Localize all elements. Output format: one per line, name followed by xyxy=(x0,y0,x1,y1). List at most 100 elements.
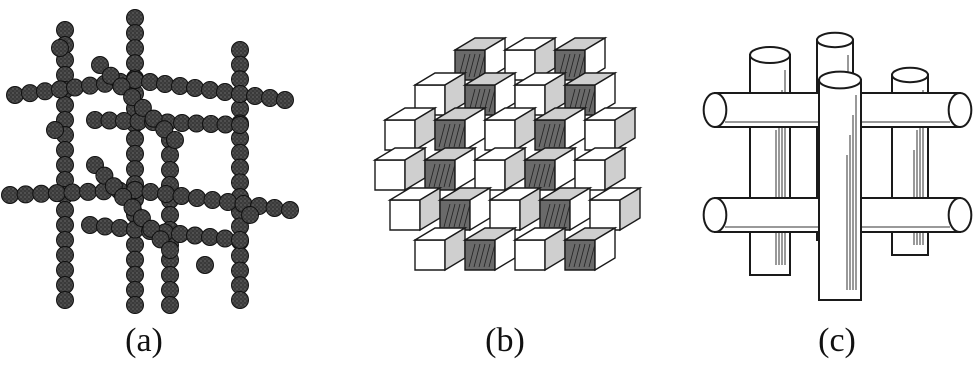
sphere xyxy=(171,225,189,243)
sphere xyxy=(216,229,234,248)
sphere xyxy=(172,187,191,205)
sphere xyxy=(201,228,219,246)
sphere xyxy=(66,78,84,97)
sphere-lattice-illustration xyxy=(1,9,299,314)
sphere xyxy=(231,291,249,309)
sphere xyxy=(56,156,74,174)
sphere xyxy=(126,129,144,148)
sphere xyxy=(91,56,109,74)
sphere xyxy=(56,21,74,39)
cube xyxy=(462,226,518,272)
sphere xyxy=(241,206,259,224)
sphere-group xyxy=(1,9,299,314)
cube xyxy=(487,186,543,232)
sphere xyxy=(126,24,144,43)
sphere xyxy=(6,86,24,104)
sphere xyxy=(216,83,234,101)
sphere xyxy=(186,79,204,97)
sphere xyxy=(161,206,179,224)
sphere xyxy=(231,85,249,103)
rod-lattice-illustration xyxy=(702,31,973,301)
sphere xyxy=(126,265,144,284)
sphere xyxy=(21,84,39,103)
sphere xyxy=(161,146,179,164)
caption-b: (b) xyxy=(485,322,525,359)
cube xyxy=(482,106,538,152)
sphere xyxy=(51,39,69,57)
cube xyxy=(512,71,568,117)
sphere xyxy=(203,191,222,209)
sphere xyxy=(141,183,160,201)
sphere xyxy=(126,54,144,73)
sphere xyxy=(161,266,179,284)
cube xyxy=(372,146,428,192)
sphere xyxy=(56,291,74,309)
sphere xyxy=(188,189,206,207)
sphere xyxy=(56,231,74,249)
cube xyxy=(587,186,643,232)
sphere xyxy=(56,246,74,264)
sphere xyxy=(144,109,163,128)
cube xyxy=(452,36,508,82)
sphere xyxy=(126,39,144,58)
cube-stack-illustration xyxy=(372,36,643,272)
sphere xyxy=(56,96,74,114)
sphere xyxy=(112,77,131,96)
caption-c: (c) xyxy=(818,322,856,359)
sphere xyxy=(1,186,19,204)
panel-b xyxy=(355,0,645,320)
sphere xyxy=(201,81,219,99)
sphere xyxy=(47,184,66,203)
sphere xyxy=(63,183,82,202)
sphere xyxy=(32,184,51,203)
sphere xyxy=(276,91,294,109)
cube xyxy=(562,226,618,272)
cube xyxy=(437,186,493,232)
sphere xyxy=(126,280,144,299)
sphere xyxy=(56,141,74,159)
sphere xyxy=(16,185,35,204)
sphere xyxy=(265,199,284,217)
sphere xyxy=(81,216,99,234)
vertical-rod xyxy=(749,46,791,276)
sphere xyxy=(166,131,184,149)
sphere xyxy=(186,226,204,245)
cube xyxy=(552,36,608,82)
sphere xyxy=(219,193,237,211)
sphere xyxy=(161,241,179,259)
sphere xyxy=(51,80,69,99)
sphere xyxy=(196,256,214,274)
cube xyxy=(572,146,628,192)
sphere xyxy=(141,73,159,91)
sphere xyxy=(161,296,179,314)
panel-a xyxy=(0,0,300,320)
sphere xyxy=(156,75,174,93)
sphere xyxy=(126,144,144,163)
cube xyxy=(382,106,438,152)
sphere xyxy=(126,9,144,27)
vertical-rod xyxy=(818,70,862,301)
cube xyxy=(412,226,468,272)
cube xyxy=(432,106,488,152)
sphere xyxy=(171,77,189,95)
sphere xyxy=(36,82,54,101)
sphere xyxy=(56,201,74,219)
sphere xyxy=(246,87,264,105)
sphere xyxy=(111,219,129,237)
sphere xyxy=(231,231,249,249)
cube xyxy=(582,106,638,152)
sphere xyxy=(126,160,144,179)
cube xyxy=(422,146,478,192)
sphere xyxy=(126,296,144,314)
cube xyxy=(522,146,578,192)
sphere xyxy=(96,217,114,236)
sphere xyxy=(231,116,249,134)
cube xyxy=(537,186,593,232)
sphere xyxy=(46,121,64,139)
sphere xyxy=(126,235,144,254)
cube xyxy=(472,146,528,192)
sphere xyxy=(157,185,175,203)
sphere xyxy=(261,89,279,107)
sphere xyxy=(281,201,299,219)
caption-a: (a) xyxy=(125,322,163,359)
